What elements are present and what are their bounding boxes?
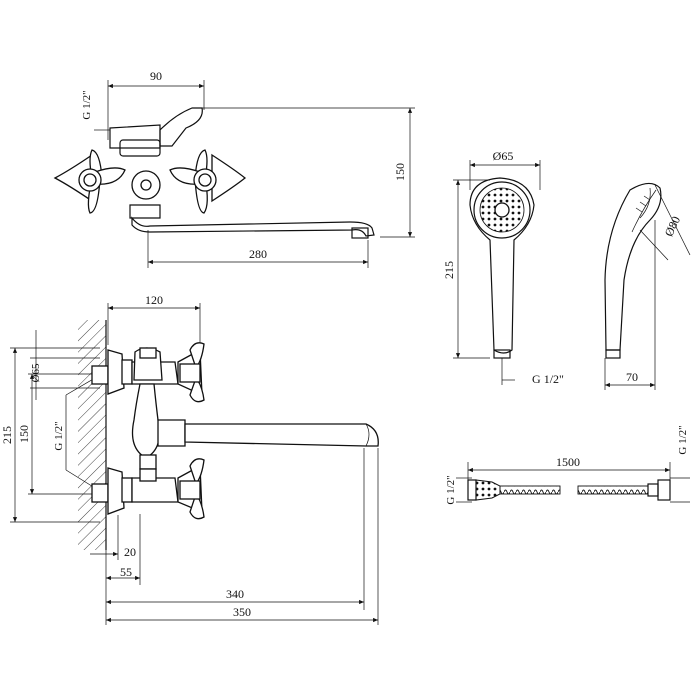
- hose: 1500 G 1/2" G 1/2": [445, 425, 690, 505]
- hose-segment-left: [499, 485, 561, 495]
- front-dim-150: 150: [17, 425, 31, 443]
- top-dim-150: 150: [393, 163, 407, 181]
- hose-segment-right: [577, 485, 649, 495]
- front-dim-340: 340: [226, 587, 244, 601]
- front-dim-55: 55: [120, 565, 132, 579]
- shower-thread-label: G 1/2": [532, 372, 564, 386]
- hose-thread-right: G 1/2": [677, 425, 689, 454]
- top-dim-90: 90: [150, 69, 162, 83]
- front-dim-120: 120: [145, 293, 163, 307]
- top-left-handle: [53, 149, 126, 214]
- top-thread-label: G 1/2": [81, 90, 93, 119]
- top-dim-280: 280: [249, 247, 267, 261]
- front-view: 120 215 Ø65 150 G 1/2": [0, 293, 379, 625]
- front-dim-20: 20: [124, 545, 136, 559]
- front-dim-215: 215: [0, 426, 14, 444]
- shower-dim-70: 70: [626, 370, 638, 384]
- hose-left-nut: [475, 479, 501, 501]
- front-thread-label: G 1/2": [53, 421, 65, 450]
- top-view: 90 G 1/2" 150: [53, 69, 415, 268]
- shower-dim-d65: Ø65: [493, 149, 514, 163]
- hose-thread-left: G 1/2": [445, 475, 457, 504]
- wall-hatch: [78, 320, 106, 550]
- shower-dim-215: 215: [442, 261, 456, 279]
- top-right-handle: [169, 149, 247, 214]
- front-dim-350: 350: [233, 605, 251, 619]
- shower-head: Ø65 215 G 1/2" Ø80 70: [442, 149, 691, 390]
- hose-dim-1500: 1500: [556, 455, 580, 469]
